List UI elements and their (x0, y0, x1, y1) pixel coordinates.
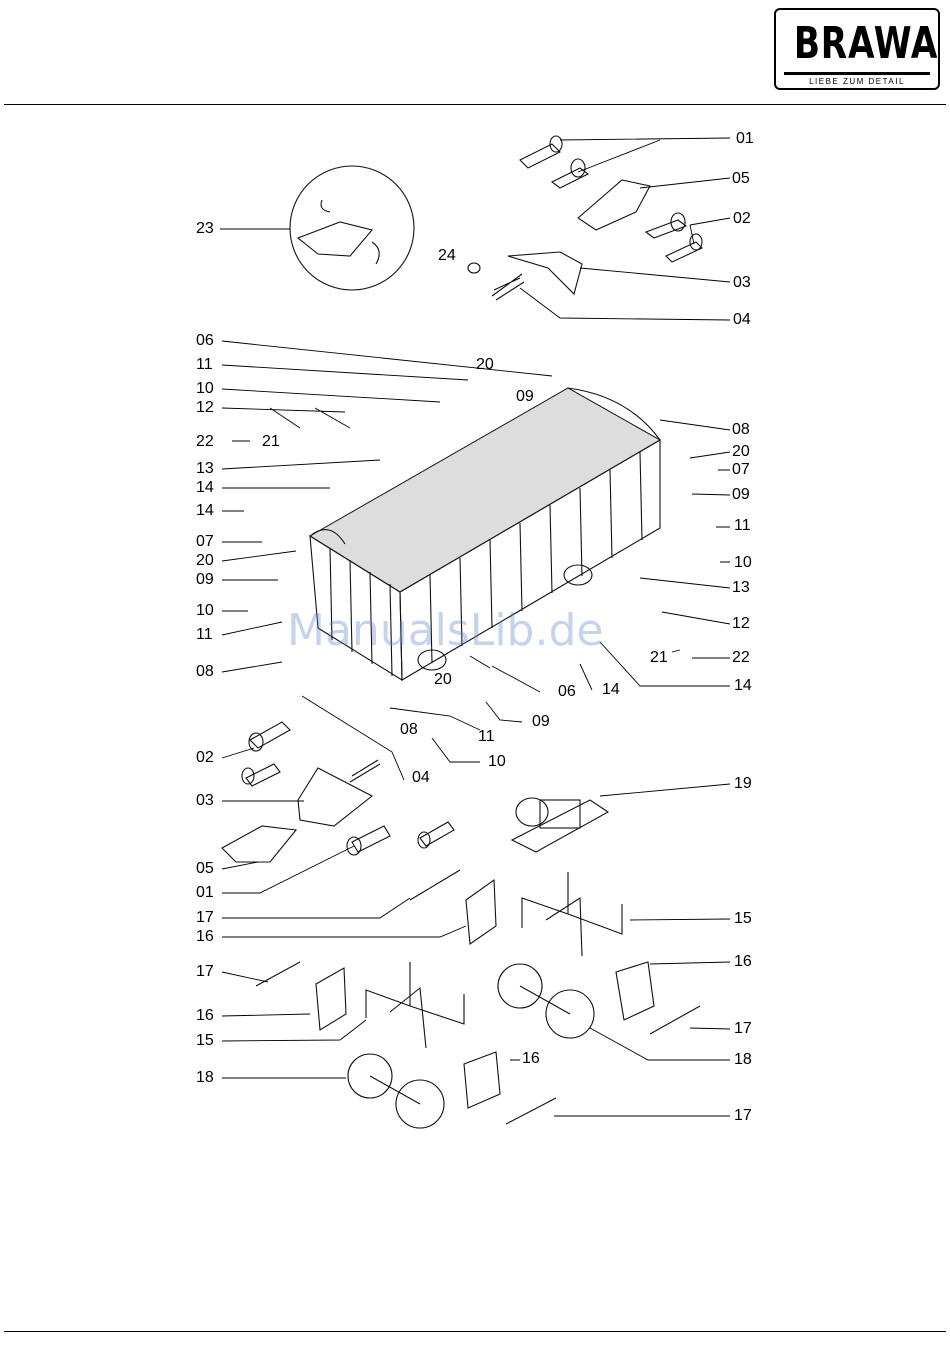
callout-20: 20 (476, 357, 494, 373)
callout-10-left: 10 (196, 603, 214, 619)
callout-04: 04 (733, 312, 751, 328)
callout-13-right: 13 (732, 580, 750, 596)
watermark-text: ManualsLib.de (287, 606, 603, 656)
callout-15-right: 15 (734, 911, 752, 927)
callout-14-b: 14 (196, 503, 214, 519)
callout-09-left: 09 (196, 572, 214, 588)
callout-22: 22 (196, 434, 214, 450)
callout-05: 05 (732, 171, 750, 187)
callout-15-left: 15 (196, 1033, 214, 1049)
callout-14-bottom: 14 (602, 682, 620, 698)
top-coupler-group (468, 136, 702, 300)
callout-11-right: 11 (734, 518, 751, 534)
callout-01-bottom: 01 (196, 885, 214, 901)
motor-assembly (512, 798, 608, 852)
callout-17-bottom: 17 (734, 1108, 752, 1124)
callout-16-right: 16 (734, 954, 752, 970)
callout-20-bottom: 20 (434, 672, 452, 688)
callout-20-right: 20 (732, 444, 750, 460)
callout-10-right: 10 (734, 555, 752, 571)
callout-07-left: 07 (196, 534, 214, 550)
callout-10: 10 (196, 381, 214, 397)
callout-01: 01 (736, 131, 754, 147)
callout-08: 08 (732, 422, 750, 438)
callout-06: 06 (196, 333, 214, 349)
callout-08-bottom: 08 (400, 722, 418, 738)
callout-03: 03 (733, 275, 751, 291)
callout-09-right: 09 (732, 487, 750, 503)
callout-14-a: 14 (196, 480, 214, 496)
callout-07-right: 07 (732, 462, 750, 478)
detail-circle-23 (290, 166, 414, 290)
callout-19: 19 (734, 776, 752, 792)
callout-21-right: 21 (650, 650, 668, 666)
callout-16-c: 16 (522, 1051, 540, 1067)
callout-16-b: 16 (196, 1008, 214, 1024)
footer-rule (4, 1331, 946, 1332)
callout-02-bottom: 02 (196, 750, 214, 766)
callout-20-left: 20 (196, 553, 214, 569)
callout-11: 11 (196, 357, 213, 373)
callout-02: 02 (733, 211, 751, 227)
bogie-parts (256, 870, 700, 1128)
callout-09-bottom: 09 (532, 714, 550, 730)
callout-09: 09 (516, 389, 534, 405)
callout-10-bottom: 10 (488, 754, 506, 770)
callout-17-a: 17 (196, 910, 214, 926)
callout-05-bottom: 05 (196, 861, 214, 877)
callout-12-right: 12 (732, 616, 750, 632)
callout-23: 23 (196, 221, 214, 237)
callout-16-a: 16 (196, 929, 214, 945)
callout-11-left: 11 (196, 627, 213, 643)
callout-06-bottom: 06 (558, 684, 576, 700)
callout-13: 13 (196, 461, 214, 477)
bottom-coupler-group (222, 722, 454, 862)
callout-18-right: 18 (734, 1052, 752, 1068)
callout-17-right: 17 (734, 1021, 752, 1037)
callout-17-b: 17 (196, 964, 214, 980)
callout-11-bottom: 11 (478, 729, 495, 745)
callout-03-bottom: 03 (196, 793, 214, 809)
callout-24: 24 (438, 248, 456, 264)
callout-22-right: 22 (732, 650, 750, 666)
callout-08-left: 08 (196, 664, 214, 680)
callout-21: 21 (262, 434, 280, 450)
callout-12: 12 (196, 400, 214, 416)
callout-04-bottom: 04 (412, 770, 430, 786)
callout-14-right: 14 (734, 678, 752, 694)
callout-18-left: 18 (196, 1070, 214, 1086)
